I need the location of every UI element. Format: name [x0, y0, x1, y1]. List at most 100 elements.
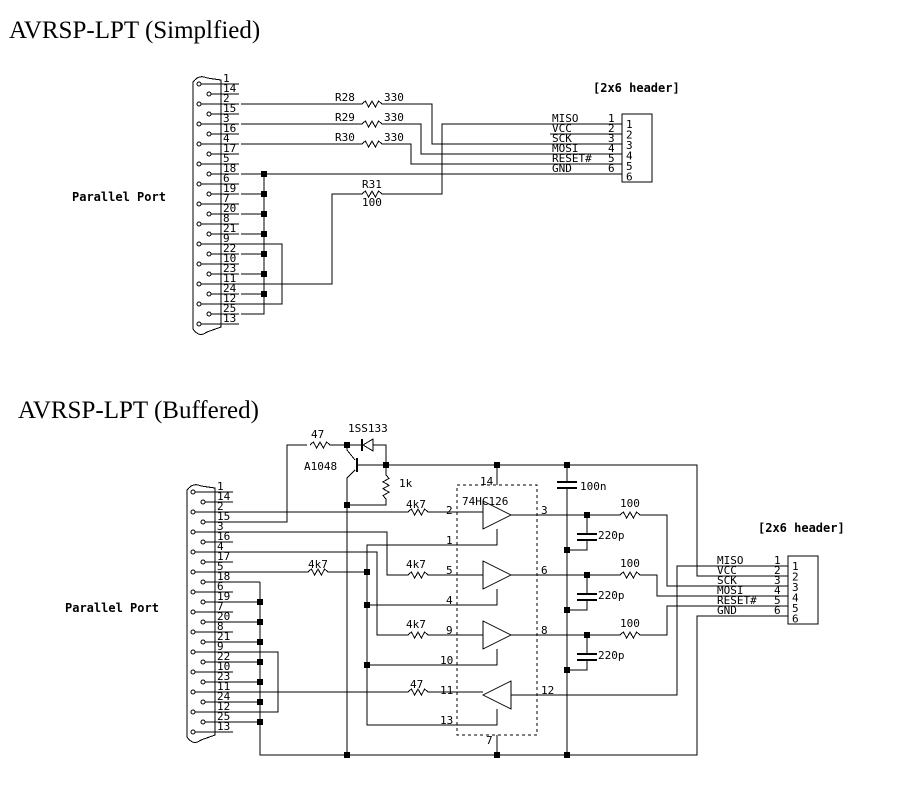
header-signal-pin: 4: [774, 584, 781, 597]
header-signal-name: GND: [552, 162, 572, 175]
wire: [347, 499, 387, 506]
junction-dot: [261, 191, 267, 197]
header-box-pin: 3: [626, 139, 633, 152]
db25-shell-outline: [192, 76, 222, 335]
junction-dot: [257, 659, 263, 665]
db25-pin-8: [190, 629, 196, 635]
header-signal-name: VCC: [552, 122, 572, 135]
wire: [195, 551, 408, 636]
buffered-db25-connector: 1142153164175186197208219221023112412251…: [186, 480, 233, 743]
header-signal-name: SCK: [717, 574, 737, 587]
header-box-pin: 3: [792, 581, 799, 594]
db25-pin-25: [206, 311, 212, 317]
wire: [382, 143, 550, 165]
junction-dot: [261, 231, 267, 237]
resistor-symbol: [407, 687, 429, 697]
db25-pin-19: [200, 599, 206, 605]
db25-pin-number: 14: [217, 490, 231, 503]
header-signal-name: MISO: [552, 112, 579, 125]
header-signal-pin: 5: [608, 152, 615, 165]
db25-pin-3: [196, 121, 202, 127]
header-signal-name: MOSI: [717, 584, 744, 597]
db25-pin-number: 21: [217, 630, 230, 643]
db25-pin-number: 22: [223, 242, 236, 255]
ic-gnd-pin: 7: [486, 734, 493, 747]
db25-pin-number: 25: [223, 302, 236, 315]
wire: [366, 529, 498, 726]
resistor-value: 330: [384, 111, 404, 124]
simplified-port-label: Parallel Port: [72, 190, 166, 204]
junction-dot: [257, 679, 263, 685]
header-box-pin: 5: [792, 602, 799, 615]
header-signal-pin: 2: [774, 564, 781, 577]
header-box-pin: 2: [792, 571, 799, 584]
ic-label: 74HC126: [462, 495, 508, 508]
output-resistor-2-value: 100: [620, 557, 640, 570]
db25-pin-number: 4: [223, 132, 230, 145]
header-box-pin: 4: [626, 150, 633, 163]
header-signal-name: GND: [717, 604, 737, 617]
db25-pin-9: [196, 241, 202, 247]
header-signal-name: MOSI: [552, 142, 579, 155]
wire: [241, 174, 265, 315]
db25-pin-number: 18: [217, 570, 230, 583]
header-signal-pin: 2: [608, 122, 615, 135]
output-resistor: [619, 630, 641, 640]
db25-pin-20: [206, 211, 212, 217]
wire: [640, 514, 715, 587]
header-signal-name: RESET#: [552, 152, 592, 165]
header-signal-pin: 1: [774, 554, 781, 567]
db25-pin-number: 12: [217, 700, 230, 713]
db25-pin-4: [196, 141, 202, 147]
header-signal-pin: 3: [608, 132, 615, 145]
db25-pin-number: 1: [223, 72, 230, 85]
db25-pin-12: [190, 709, 196, 715]
junction-dot: [257, 619, 263, 625]
decoupling-cap-value: 100n: [580, 480, 607, 493]
resistor-value: 330: [384, 131, 404, 144]
wire: [696, 556, 715, 577]
diode-triangle: [362, 438, 374, 452]
db25-pin-13: [190, 729, 196, 735]
base-resistor-value: 47: [311, 428, 324, 441]
resistor-ref: R31: [362, 178, 382, 191]
db25-pin-23: [200, 679, 206, 685]
db25-pin-number: 2: [223, 92, 230, 105]
buffer-4-out-pin: 11: [440, 684, 453, 697]
db25-pin-number: 24: [217, 690, 231, 703]
header-box-pin: 6: [792, 613, 799, 626]
db25-pin-15: [200, 519, 206, 525]
db25-shell-outline: [186, 484, 216, 743]
db25-pin-number: 2: [217, 500, 224, 513]
db25-pin-number: 25: [217, 710, 230, 723]
db25-pin-16: [200, 539, 206, 545]
db25-pin-6: [190, 589, 196, 595]
ic-74hc126-outline: [456, 484, 538, 736]
buffered-title: AVRSP-LPT (Buffered): [18, 397, 259, 424]
diode-label: 1SS133: [348, 422, 388, 435]
db25-pin-number: 22: [217, 650, 230, 663]
db25-pin-23: [206, 271, 212, 277]
wire: [511, 565, 715, 696]
simplified-section: AVRSP-LPT (Simplfied) Parallel Port [2x6…: [9, 17, 680, 335]
db25-pin-17: [206, 151, 212, 157]
output-cap-2-value: 220p: [598, 589, 625, 602]
buffer-3-in-pin: 9: [446, 624, 453, 637]
db25-pin-number: 8: [223, 212, 230, 225]
header-signal-pin: 1: [608, 112, 615, 125]
db25-pin-16: [206, 131, 212, 137]
buffer-1-out-pin: 3: [541, 504, 548, 517]
db25-pin-21: [206, 231, 212, 237]
junction-dot: [261, 271, 267, 277]
db25-pin-7: [196, 201, 202, 207]
buffer-2-out-pin: 6: [541, 564, 548, 577]
db25-pin-14: [200, 499, 206, 505]
db25-pin-number: 15: [217, 510, 230, 523]
db25-pin-4: [190, 549, 196, 555]
db25-pin-number: 11: [223, 272, 236, 285]
db25-pin-number: 10: [223, 252, 236, 265]
resistor-ref: R29: [335, 111, 355, 124]
junction-dot: [261, 291, 267, 297]
